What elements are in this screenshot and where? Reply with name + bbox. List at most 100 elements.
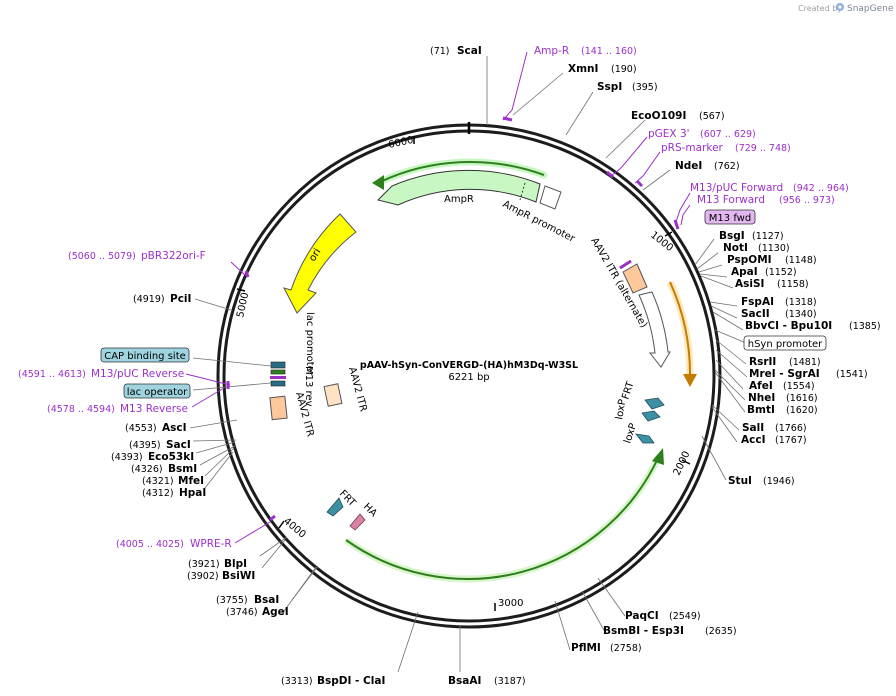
cap-binding-site-box[interactable]: CAP binding site bbox=[100, 347, 190, 363]
primer-pos-m13-puc-reverse: (4591 .. 4613) bbox=[18, 369, 86, 380]
site-pos-bsmi: (4326) bbox=[131, 464, 163, 475]
ampr-feature[interactable] bbox=[377, 169, 541, 206]
primer-m13-reverse: M13 Reverse bbox=[120, 403, 188, 415]
site-bspdi-clai: BspDI - ClaI bbox=[317, 675, 385, 687]
site-leader-lines bbox=[189, 56, 748, 673]
site-bsai: BsaI bbox=[254, 594, 279, 606]
aav2-itr-inner-feature[interactable] bbox=[323, 383, 343, 407]
site-bmti: BmtI bbox=[747, 404, 775, 416]
site-pos-fspai: (1318) bbox=[785, 297, 817, 308]
site-xmni: XmnI bbox=[568, 63, 598, 75]
m13-fwd-box[interactable]: M13 fwd bbox=[704, 209, 756, 225]
frt-right-icon[interactable] bbox=[644, 397, 665, 410]
m13-fwd-label: M13 fwd bbox=[709, 213, 751, 224]
site-sspi: SspI bbox=[597, 81, 622, 93]
ampr-dashed-line bbox=[519, 182, 526, 201]
loxp-right-1-icon[interactable] bbox=[641, 410, 661, 422]
lac-promoter-label: lac promoter bbox=[304, 312, 315, 377]
lac-operator-label: lac operator bbox=[127, 387, 188, 398]
tick-label-5000: 5000 bbox=[235, 291, 251, 318]
site-scai: ScaI bbox=[457, 45, 482, 57]
site-pos-hpai: (4312) bbox=[142, 488, 174, 499]
aav2-itr-alt-feature[interactable] bbox=[622, 263, 648, 294]
site-sali: SalI bbox=[742, 422, 764, 434]
site-bsaai: BsaAI bbox=[448, 675, 481, 687]
site-afei: AfeI bbox=[749, 380, 773, 392]
primer-pos-prs-marker: (729 .. 748) bbox=[735, 143, 791, 154]
site-pos-pflmi: (2758) bbox=[610, 643, 642, 654]
tick-label-3000: 3000 bbox=[498, 598, 523, 609]
plasmid-size: 6221 bp bbox=[448, 372, 489, 383]
site-pos-blpi: (3921) bbox=[188, 559, 220, 570]
site-pos-asci: (4553) bbox=[125, 423, 157, 434]
site-mrei-sgrai: MreI - SgrAI bbox=[749, 368, 820, 380]
site-pos-bsgi: (1127) bbox=[752, 231, 784, 242]
site-pos-scai: (71) bbox=[430, 46, 450, 57]
cap-binding-site-label: CAP binding site bbox=[104, 351, 186, 362]
site-stui: StuI bbox=[728, 475, 752, 487]
aav2-itr-left-feature[interactable] bbox=[269, 395, 288, 421]
plasmid-title: pAAV-hSyn-ConVERGD-(HA)hM3Dq-W3SL bbox=[360, 360, 578, 371]
ori-feature[interactable] bbox=[283, 213, 357, 314]
site-pos-bmti: (1620) bbox=[786, 405, 818, 416]
loxp-right-2-icon[interactable] bbox=[635, 433, 655, 444]
bp-ticks bbox=[236, 136, 691, 611]
primer-pos-m13-reverse: (4578 .. 4594) bbox=[47, 404, 115, 415]
site-pos-nhei: (1616) bbox=[786, 393, 818, 404]
ampr-promoter-feature[interactable] bbox=[539, 185, 562, 210]
site-fspai: FspAI bbox=[741, 296, 774, 308]
site-pos-sacii: (1340) bbox=[785, 309, 817, 320]
primer-m13-puc-reverse: M13/pUC Reverse bbox=[91, 368, 184, 380]
aav2-itr-inner-label: AAV2 ITR bbox=[346, 366, 368, 413]
snapgene-brand: SnapGene bbox=[847, 4, 894, 14]
frt-right-label: FRT bbox=[620, 379, 636, 400]
lac-operator-feature[interactable] bbox=[270, 380, 286, 387]
site-pos-afei: (1554) bbox=[783, 381, 815, 392]
site-acci: AccI bbox=[741, 434, 765, 446]
site-pcii: PciI bbox=[170, 293, 191, 305]
primer-pos-amp-r: (141 .. 160) bbox=[581, 46, 637, 57]
frt-bottom-icon[interactable] bbox=[326, 497, 344, 517]
site-pos-agei: (3746) bbox=[226, 607, 258, 618]
primer-pos-wpre-r: (4005 .. 4025) bbox=[116, 539, 184, 550]
ha-tag-icon[interactable] bbox=[349, 513, 366, 531]
site-hpai: HpaI bbox=[179, 487, 206, 499]
loxp-right-1-label: loxP bbox=[614, 398, 628, 420]
cap-binding-feature[interactable] bbox=[270, 361, 286, 369]
primer-prs-marker: pRS-marker bbox=[661, 142, 724, 154]
site-rsrii: RsrII bbox=[749, 356, 776, 368]
primer-wpre-r: WPRE-R bbox=[190, 538, 232, 550]
hsyn-promoter-box[interactable]: hSyn promoter bbox=[743, 335, 827, 351]
m13-rev-feature[interactable] bbox=[270, 376, 286, 379]
site-pos-bsai: (3755) bbox=[216, 595, 248, 606]
hsyn-feature[interactable] bbox=[638, 291, 671, 368]
site-bsiwi: BsiWI bbox=[222, 570, 255, 582]
site-pos-mfei: (4321) bbox=[142, 476, 174, 487]
site-pos-saci: (4395) bbox=[129, 440, 161, 451]
tick-label-6000: 6000 bbox=[387, 135, 414, 151]
site-pos-eco53ki: (4393) bbox=[111, 452, 143, 463]
site-bsmi: BsmI bbox=[168, 463, 197, 475]
site-pos-mrei-sgrai: (1541) bbox=[836, 369, 868, 380]
lac-promoter-feature[interactable] bbox=[270, 369, 286, 375]
primer-pgex-3: pGEX 3' bbox=[648, 128, 690, 140]
site-pos-bsmbi-esp3i: (2635) bbox=[705, 626, 737, 637]
tick-2000 bbox=[681, 459, 691, 465]
lac-operator-box[interactable]: lac operator bbox=[123, 383, 191, 399]
site-blpi: BlpI bbox=[224, 558, 247, 570]
site-pos-acci: (1767) bbox=[775, 435, 807, 446]
site-pos-apai: (1152) bbox=[765, 267, 797, 278]
tick-4000 bbox=[278, 520, 285, 529]
site-pos-sali: (1766) bbox=[775, 423, 807, 434]
site-pos-stui: (1946) bbox=[763, 476, 795, 487]
site-pos-paqci: (2549) bbox=[669, 611, 701, 622]
m13-rev-label: M13 rev bbox=[303, 366, 314, 407]
site-pflmi: PflMI bbox=[571, 642, 601, 654]
site-agei: AgeI bbox=[262, 606, 289, 618]
primer-marks bbox=[226, 116, 680, 522]
site-pos-asisi: (1158) bbox=[777, 279, 809, 290]
primer-m13-puc-forward: M13/pUC Forward bbox=[690, 182, 783, 194]
site-asisi: AsiSI bbox=[735, 278, 764, 290]
site-pos-sspi: (395) bbox=[632, 82, 658, 93]
